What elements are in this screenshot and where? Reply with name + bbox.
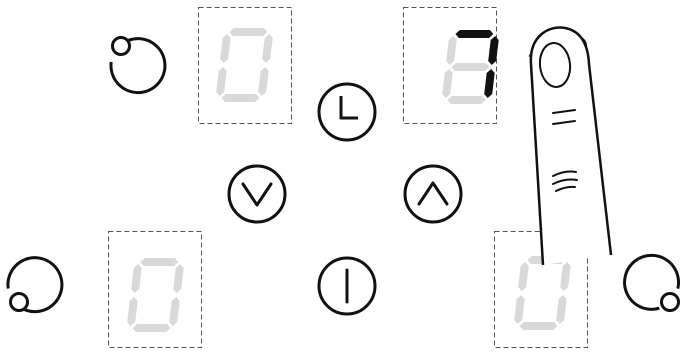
increase-button[interactable] <box>405 166 461 222</box>
segment-f <box>446 36 457 65</box>
segment-a <box>140 258 178 266</box>
segment-e <box>514 295 525 324</box>
segment-a <box>455 30 493 38</box>
display-bottom-right <box>514 256 571 330</box>
decrease-button[interactable] <box>229 166 285 222</box>
display-frame-top-left <box>199 8 292 124</box>
burner-bottom-left-icon[interactable] <box>8 258 62 312</box>
segment-e <box>127 297 138 326</box>
burner-top-left-icon[interactable] <box>111 38 165 93</box>
segment-c <box>556 295 567 324</box>
power-button[interactable] <box>319 258 375 314</box>
segment-a <box>229 28 267 36</box>
chevron-down-icon <box>243 184 271 205</box>
segment-f <box>131 264 142 293</box>
segment-b <box>560 262 571 291</box>
segment-b <box>173 264 184 293</box>
segment-f <box>518 262 529 291</box>
burner-bottom-right-icon[interactable] <box>625 255 679 310</box>
timer-button[interactable] <box>319 84 375 140</box>
segment-f <box>220 34 231 63</box>
segment-e <box>216 67 227 96</box>
display-top-left <box>216 28 273 102</box>
segment-b <box>488 36 499 65</box>
segment-e <box>442 69 453 98</box>
segment-c <box>258 67 269 96</box>
segment-b <box>262 34 273 63</box>
clock-hands <box>341 96 358 118</box>
segment-d <box>222 94 260 102</box>
chevron-up-icon <box>419 183 447 204</box>
segment-c <box>484 69 495 98</box>
pointing-finger-icon <box>531 28 611 265</box>
segment-g <box>451 63 489 71</box>
segment-c <box>169 297 180 326</box>
segment-d <box>133 324 171 332</box>
clock-icon <box>319 84 375 140</box>
segment-d <box>520 322 558 330</box>
display-bottom-left <box>127 258 184 332</box>
display-top-right <box>442 30 499 104</box>
segment-d <box>448 96 486 104</box>
